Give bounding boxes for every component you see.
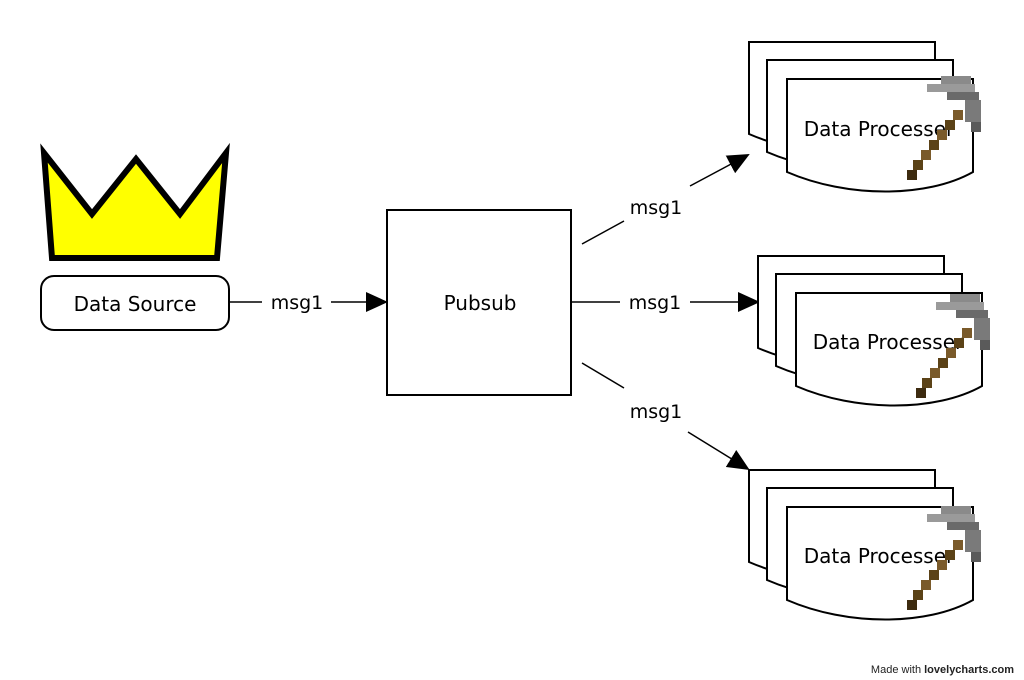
edge-label: msg1 [630,197,683,219]
pickaxe-icon [907,506,981,610]
data-processer-label: Data Processer [804,544,955,568]
data-source-node[interactable]: Data Source [40,275,230,331]
pubsub-node[interactable]: Pubsub [386,209,572,396]
made-with-text: Made with [870,664,922,676]
crown-icon [40,142,230,261]
data-processer-label: Data Processer [804,117,955,141]
brand-link[interactable]: lovelycharts.com [924,664,1014,676]
data-processer-node[interactable]: Data Processer [748,469,981,621]
edge-label: msg1 [630,401,683,423]
data-source-label: Data Source [74,292,197,316]
edge-source-to-pubsub: msg1 [229,292,388,314]
made-with-watermark: Made with lovelycharts.com [871,664,1014,676]
data-processer-label: Data Processer [813,330,964,354]
edge-pubsub-to-processor-1: msg1 [581,154,750,245]
pickaxe-icon [907,76,981,180]
data-processer-node[interactable]: Data Processer [757,255,990,407]
edge-pubsub-to-processor-2: msg1 [571,292,760,314]
edge-label: msg1 [271,292,324,314]
pickaxe-icon [916,294,990,398]
edge-label: msg1 [629,292,682,314]
data-processer-node[interactable]: Data Processer [748,41,981,193]
edge-pubsub-to-processor-3: msg1 [581,362,750,471]
pubsub-label: Pubsub [444,291,517,315]
